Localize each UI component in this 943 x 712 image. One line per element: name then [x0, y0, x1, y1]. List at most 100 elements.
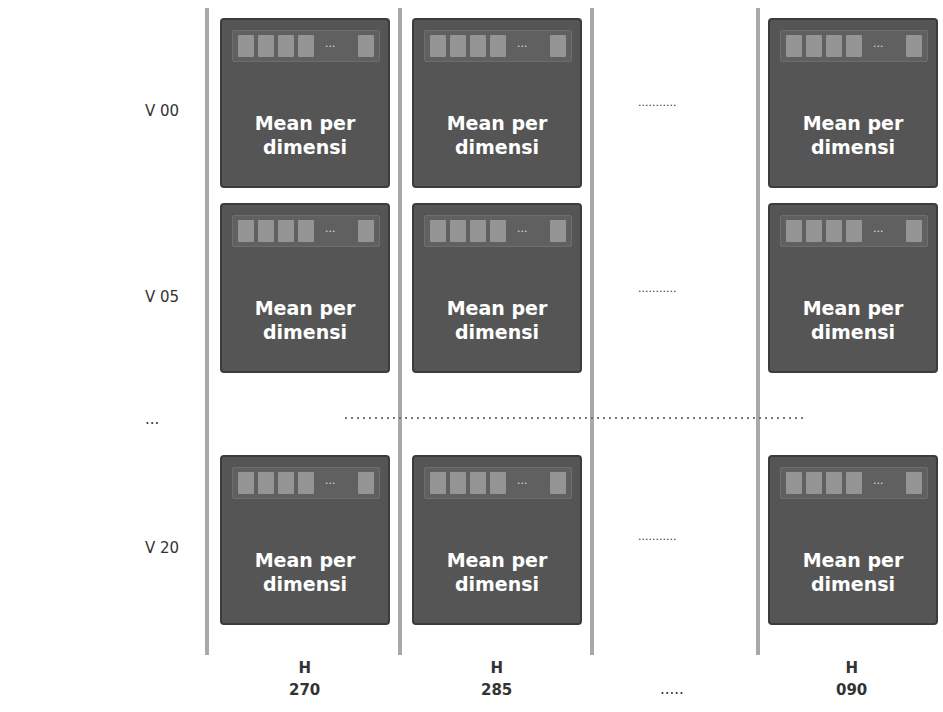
row-ellipsis: ...........	[638, 282, 676, 295]
row-label: ...	[145, 410, 159, 428]
box-label: Mean per dimensi	[770, 112, 936, 160]
row-ellipsis: ...........	[638, 96, 676, 109]
box-label-text: Mean per dimensi	[230, 112, 380, 160]
vector-cell	[238, 472, 254, 494]
vector-strip: ...	[424, 215, 572, 247]
vector-cell	[826, 472, 842, 494]
box-label-text: Mean per dimensi	[422, 112, 572, 160]
vector-strip: ...	[780, 467, 928, 499]
vector-cell	[846, 35, 862, 57]
vector-cell	[450, 472, 466, 494]
vector-cell	[450, 220, 466, 242]
feature-box: ... Mean per dimensi	[768, 455, 938, 625]
vector-cell	[278, 220, 294, 242]
ellipsis-text: ...	[325, 474, 336, 487]
box-label-text: Mean per dimensi	[230, 297, 380, 345]
column-label: H 090	[836, 658, 867, 702]
column-divider	[398, 8, 402, 655]
vector-cell	[238, 35, 254, 57]
vector-cell	[258, 220, 274, 242]
box-label: Mean per dimensi	[222, 549, 388, 597]
column-label: H 285	[481, 658, 512, 702]
ellipsis-text: ...	[873, 474, 884, 487]
vector-cell	[826, 220, 842, 242]
feature-box: ... Mean per dimensi	[220, 455, 390, 625]
column-divider	[756, 8, 760, 655]
vector-cell	[846, 220, 862, 242]
vector-cell	[278, 472, 294, 494]
vector-cell	[490, 35, 506, 57]
box-label-text: Mean per dimensi	[778, 549, 928, 597]
vector-strip: ...	[780, 215, 928, 247]
vector-cell	[806, 220, 822, 242]
box-label-text: Mean per dimensi	[778, 297, 928, 345]
feature-box: ... Mean per dimensi	[768, 203, 938, 373]
ellipsis-text: ...	[873, 222, 884, 235]
box-label: Mean per dimensi	[222, 297, 388, 345]
ellipsis-text: ...	[517, 474, 528, 487]
vector-cell	[298, 35, 314, 57]
vector-cell	[906, 220, 922, 242]
row-label: V 20	[145, 539, 179, 557]
box-label-text: Mean per dimensi	[778, 112, 928, 160]
vector-cell	[430, 35, 446, 57]
vector-cell	[786, 35, 802, 57]
vector-cell	[806, 35, 822, 57]
vector-strip: ...	[232, 30, 380, 62]
vector-cell	[258, 35, 274, 57]
vector-cell	[358, 472, 374, 494]
vector-cell	[358, 220, 374, 242]
feature-box: ... Mean per dimensi	[412, 18, 582, 188]
vector-cell	[298, 472, 314, 494]
column-divider	[590, 8, 594, 655]
box-label: Mean per dimensi	[414, 549, 580, 597]
vector-strip: ...	[232, 215, 380, 247]
row-label: V 00	[145, 102, 179, 120]
vector-cell	[806, 472, 822, 494]
vector-strip: ...	[232, 467, 380, 499]
ellipsis-text: ...	[517, 222, 528, 235]
vector-cell	[906, 472, 922, 494]
vector-cell	[826, 35, 842, 57]
ellipsis-text: ...	[873, 37, 884, 50]
vector-cell	[470, 35, 486, 57]
vector-cell	[550, 220, 566, 242]
vector-cell	[786, 472, 802, 494]
vector-cell	[906, 35, 922, 57]
dotted-separator	[345, 417, 805, 419]
feature-box: ... Mean per dimensi	[412, 455, 582, 625]
box-label-text: Mean per dimensi	[422, 549, 572, 597]
vector-strip: ...	[424, 467, 572, 499]
vector-cell	[470, 220, 486, 242]
box-label: Mean per dimensi	[222, 112, 388, 160]
vector-strip: ...	[780, 30, 928, 62]
row-ellipsis: ...........	[638, 530, 676, 543]
vector-cell	[238, 220, 254, 242]
vector-cell	[278, 35, 294, 57]
box-label: Mean per dimensi	[414, 297, 580, 345]
box-label-text: Mean per dimensi	[230, 549, 380, 597]
feature-box: ... Mean per dimensi	[220, 18, 390, 188]
column-divider	[205, 8, 209, 655]
ellipsis-text: ...	[325, 222, 336, 235]
feature-box: ... Mean per dimensi	[768, 18, 938, 188]
vector-cell	[450, 35, 466, 57]
vector-cell	[550, 35, 566, 57]
box-label-text: Mean per dimensi	[422, 297, 572, 345]
ellipsis-text: ...	[325, 37, 336, 50]
vector-cell	[430, 220, 446, 242]
column-label: H 270	[289, 658, 320, 702]
row-label: V 05	[145, 288, 179, 306]
feature-box: ... Mean per dimensi	[412, 203, 582, 373]
vector-cell	[298, 220, 314, 242]
vector-cell	[490, 220, 506, 242]
vector-cell	[358, 35, 374, 57]
vector-cell	[786, 220, 802, 242]
box-label: Mean per dimensi	[770, 297, 936, 345]
ellipsis-text: ...	[517, 37, 528, 50]
vector-cell	[470, 472, 486, 494]
box-label: Mean per dimensi	[770, 549, 936, 597]
vector-cell	[430, 472, 446, 494]
vector-cell	[550, 472, 566, 494]
vector-strip: ...	[424, 30, 572, 62]
